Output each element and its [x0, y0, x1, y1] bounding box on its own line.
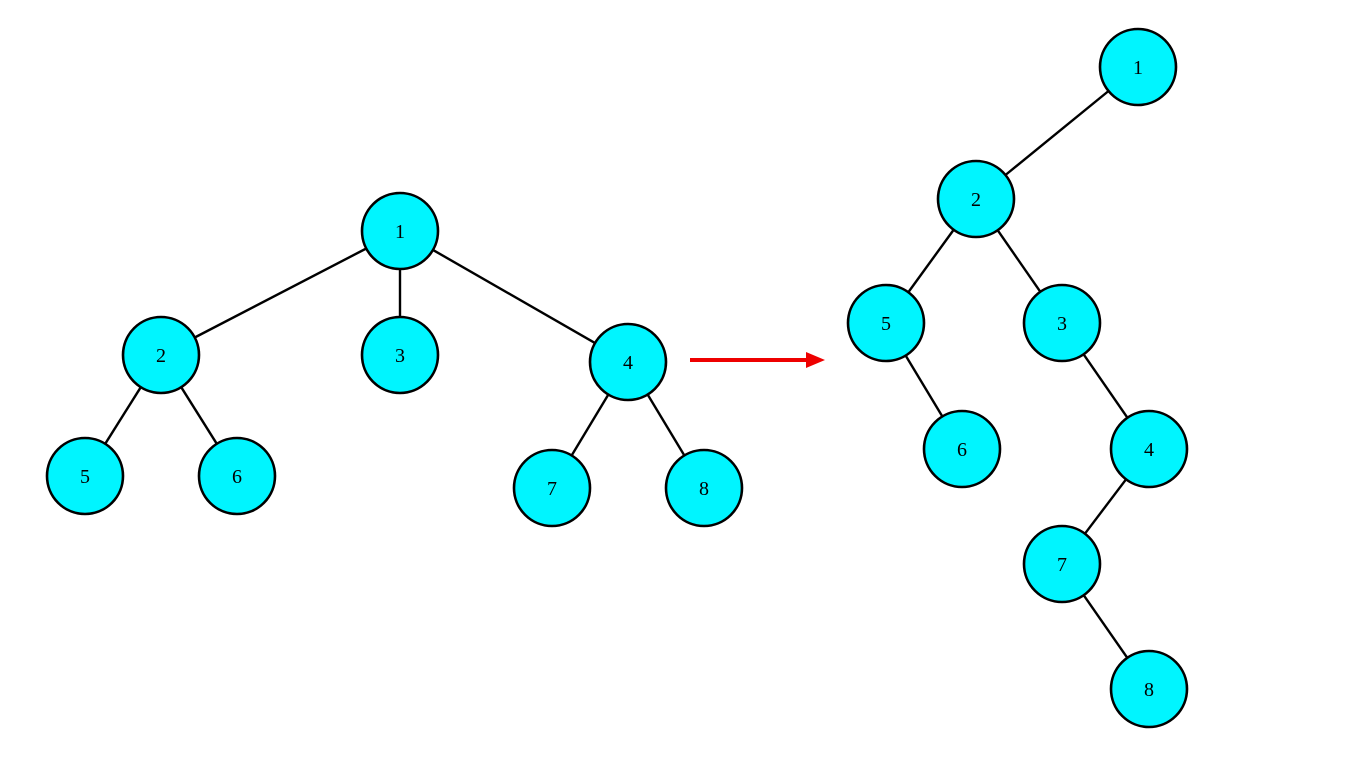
binary-edge-2-3 [996, 229, 1042, 293]
general-node-label: 1 [395, 221, 405, 243]
general-node-4: 4 [588, 322, 668, 402]
binary-tree-edges [904, 90, 1129, 659]
binary-node-label: 6 [957, 439, 967, 461]
general-node-circle [197, 436, 277, 516]
binary-node-label: 1 [1133, 57, 1143, 79]
binary-edge-5-6 [904, 354, 944, 418]
binary-node-6: 6 [922, 409, 1002, 489]
general-edge-4-7 [570, 393, 610, 457]
binary-edge-4-7 [1083, 478, 1128, 535]
binary-node-label: 5 [881, 313, 891, 335]
binary-node-1: 1 [1098, 27, 1178, 107]
general-tree-nodes: 1 2 3 4 5 6 7 8 [45, 191, 744, 528]
binary-node-8: 8 [1109, 649, 1189, 729]
binary-node-circle [1109, 409, 1189, 489]
arrow-head [806, 352, 825, 368]
general-node-label: 6 [232, 466, 242, 488]
general-node-circle [512, 448, 592, 528]
transform-arrow [690, 352, 825, 368]
general-node-8: 8 [664, 448, 744, 528]
binary-edge-7-8 [1082, 594, 1129, 659]
general-edge-2-5 [104, 386, 142, 445]
general-node-label: 3 [395, 345, 405, 367]
binary-node-circle [846, 283, 926, 363]
general-node-label: 7 [547, 478, 557, 500]
binary-node-label: 2 [971, 189, 981, 211]
general-node-1: 1 [360, 191, 440, 271]
general-node-2: 2 [121, 315, 201, 395]
general-node-label: 2 [156, 345, 166, 367]
general-node-circle [588, 322, 668, 402]
binary-node-circle [922, 409, 1002, 489]
binary-node-circle [1022, 283, 1102, 363]
binary-node-label: 3 [1057, 313, 1067, 335]
binary-node-5: 5 [846, 283, 926, 363]
general-node-6: 6 [197, 436, 277, 516]
general-node-circle [360, 191, 440, 271]
general-node-circle [360, 315, 440, 395]
general-node-circle [121, 315, 201, 395]
binary-tree-nodes: 1 2 5 3 6 4 7 8 [846, 27, 1189, 729]
general-node-5: 5 [45, 436, 125, 516]
general-tree: 1 2 3 4 5 6 7 8 [45, 191, 744, 528]
binary-tree: 1 2 5 3 6 4 7 8 [846, 27, 1189, 729]
binary-node-circle [1109, 649, 1189, 729]
binary-node-3: 3 [1022, 283, 1102, 363]
binary-edge-2-5 [907, 229, 955, 293]
general-edge-1-4 [432, 248, 596, 345]
binary-node-2: 2 [936, 159, 1016, 239]
general-node-circle [45, 436, 125, 516]
binary-node-label: 4 [1144, 439, 1154, 461]
binary-node-7: 7 [1022, 524, 1102, 604]
general-node-label: 4 [623, 352, 633, 374]
binary-node-circle [1022, 524, 1102, 604]
general-node-label: 5 [80, 466, 90, 488]
general-node-3: 3 [360, 315, 440, 395]
general-node-7: 7 [512, 448, 592, 528]
binary-edge-3-4 [1082, 353, 1129, 419]
binary-edge-1-2 [1004, 90, 1110, 176]
binary-node-circle [1098, 27, 1178, 107]
binary-node-circle [936, 159, 1016, 239]
general-tree-edges [104, 247, 686, 457]
general-node-circle [664, 448, 744, 528]
binary-node-label: 7 [1057, 554, 1067, 576]
binary-node-4: 4 [1109, 409, 1189, 489]
binary-node-label: 8 [1144, 679, 1154, 701]
general-edge-2-6 [180, 386, 218, 445]
general-node-label: 8 [699, 478, 709, 500]
general-edge-1-2 [194, 247, 367, 339]
general-edge-4-8 [646, 393, 686, 457]
